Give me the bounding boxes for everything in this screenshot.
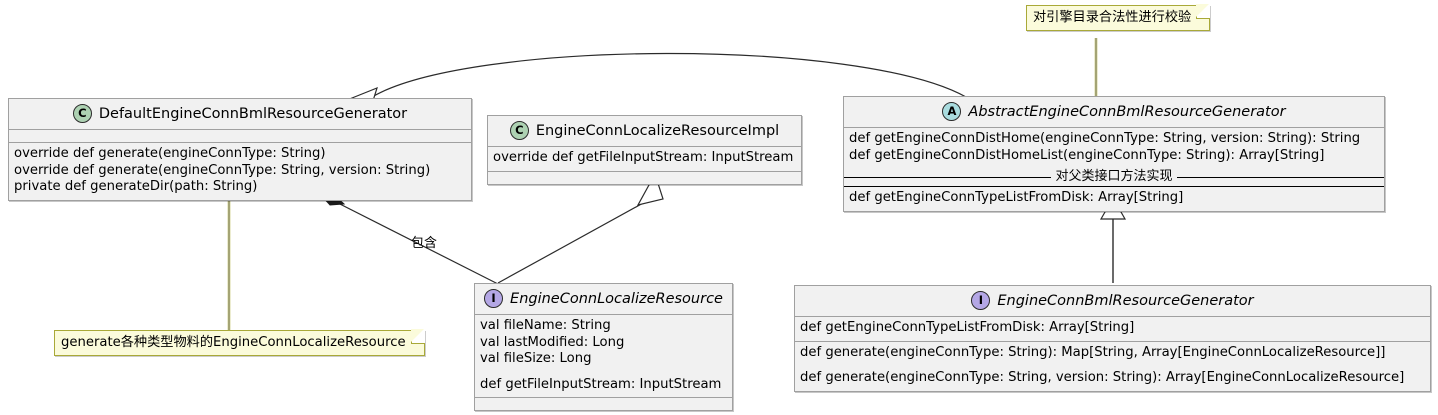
method-item: def generate(engineConnType: String, ver… [800, 370, 1405, 385]
attributes-compartment [9, 130, 471, 143]
class-box-engine-conn-bml-resource-generator[interactable]: I EngineConnBmlResourceGenerator def get… [794, 285, 1431, 392]
class-stereotype-icon: C [509, 121, 529, 140]
methods-compartment: override def getFileInputStream: InputSt… [488, 147, 801, 172]
class-header: I EngineConnBmlResourceGenerator [795, 286, 1430, 317]
methods-compartment-2: def generate(engineConnType: String): Ma… [795, 341, 1430, 391]
member-spacer [480, 368, 727, 377]
class-title: EngineConnLocalizeResourceImpl [535, 122, 780, 139]
method-item: def getEngineConnTypeListFromDisk: Array… [849, 190, 1184, 205]
separator-caption: 对父类接口方法实现 [1051, 169, 1177, 184]
note-generate-materials[interactable]: generate各种类型物料的EngineConnLocalizeResourc… [54, 329, 425, 356]
methods-compartment: override def generate(engineConnType: St… [9, 143, 471, 200]
methods-compartment-1: def getEngineConnTypeListFromDisk: Array… [795, 317, 1430, 342]
method-item: def getEngineConnDistHome(engineConnType… [849, 131, 1361, 146]
class-title: EngineConnLocalizeResource [510, 290, 723, 307]
member-item: val fileSize: Long [480, 351, 592, 366]
method-item: def generate(engineConnType: String): Ma… [800, 344, 1386, 360]
member-item: def getFileInputStream: InputStream [480, 376, 722, 392]
class-header: C DefaultEngineConnBmlResourceGenerator [9, 99, 471, 130]
method-item: override def generate(engineConnType: St… [14, 162, 431, 178]
member-item: val fileName: String [480, 318, 611, 333]
compartment-separator-label: 对父类接口方法实现 [844, 168, 1384, 187]
note-fold-icon [410, 329, 425, 344]
note-text: generate各种类型物料的EngineConnLocalizeResourc… [61, 335, 406, 350]
methods-compartment-bottom: def getEngineConnTypeListFromDisk: Array… [844, 187, 1384, 211]
class-stereotype-icon: C [72, 104, 92, 123]
note-fold-icon [1196, 4, 1211, 19]
class-box-abstract-engine-conn-bml-resource-generator[interactable]: A AbstractEngineConnBmlResourceGenerator… [843, 96, 1385, 212]
methods-compartment-top: def getEngineConnDistHome(engineConnType… [844, 128, 1384, 168]
class-header: I EngineConnLocalizeResource [475, 284, 732, 315]
class-box-engine-conn-localize-resource-impl[interactable]: C EngineConnLocalizeResourceImpl overrid… [487, 115, 802, 185]
inheritance-localize-impl [497, 201, 646, 284]
abstract-stereotype-icon: A [942, 102, 962, 121]
method-item: def getEngineConnTypeListFromDisk: Array… [800, 320, 1135, 335]
method-item: private def generateDir(path: String) [14, 179, 258, 194]
class-title: AbstractEngineConnBmlResourceGenerator [968, 103, 1286, 120]
method-item: def getEngineConnDistHomeList(engineConn… [849, 147, 1325, 163]
class-header: A AbstractEngineConnBmlResourceGenerator [844, 97, 1384, 128]
members-compartment: val fileName: String val lastModified: L… [475, 315, 732, 398]
note-engine-dir-validation[interactable]: 对引擎目录合法性进行校验 [1026, 4, 1211, 31]
footer-compartment [475, 398, 732, 410]
composition-edge-label: 包含 [411, 236, 438, 251]
method-item: override def getFileInputStream: InputSt… [493, 150, 794, 165]
note-text: 对引擎目录合法性进行校验 [1033, 10, 1192, 25]
member-item: val lastModified: Long [480, 334, 625, 350]
interface-stereotype-icon: I [484, 289, 504, 308]
method-spacer [800, 361, 1425, 370]
class-title: DefaultEngineConnBmlResourceGenerator [98, 105, 408, 122]
class-title: EngineConnBmlResourceGenerator [997, 292, 1254, 309]
class-box-default-engine-conn-bml-resource-generator[interactable]: C DefaultEngineConnBmlResourceGenerator … [8, 98, 472, 201]
footer-compartment [488, 171, 801, 184]
class-box-engine-conn-localize-resource[interactable]: I EngineConnLocalizeResource val fileNam… [474, 283, 733, 411]
method-item: override def generate(engineConnType: St… [14, 146, 326, 161]
inheritance-default-to-abstract [371, 52, 967, 98]
interface-stereotype-icon: I [971, 291, 991, 310]
class-header: C EngineConnLocalizeResourceImpl [488, 116, 801, 147]
